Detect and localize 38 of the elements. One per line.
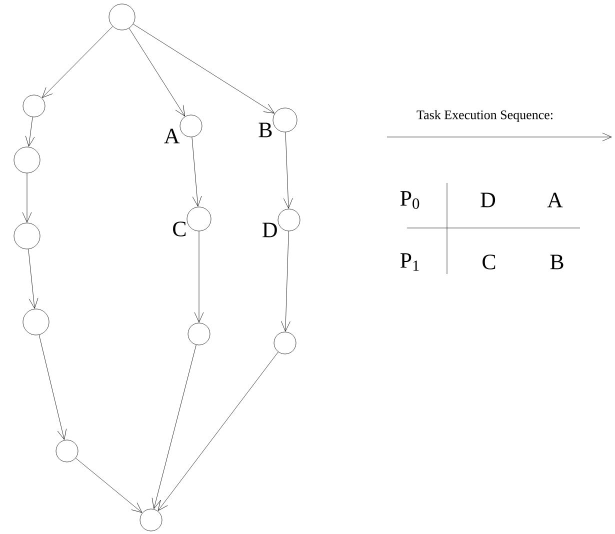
node-label: B bbox=[258, 122, 272, 138]
node-circle bbox=[186, 206, 212, 232]
arrow bbox=[128, 28, 185, 116]
sequence-label: Task Execution Sequence: bbox=[416, 110, 552, 122]
node-circle bbox=[272, 108, 298, 132]
node-circle bbox=[140, 508, 162, 532]
arrow bbox=[38, 334, 67, 440]
node-circle bbox=[56, 440, 78, 462]
node-label: D bbox=[262, 222, 277, 238]
node-circle bbox=[22, 308, 50, 336]
arrow bbox=[42, 26, 113, 98]
arrow bbox=[132, 24, 274, 114]
arrow bbox=[25, 116, 35, 147]
table-cell: D bbox=[480, 192, 496, 208]
node-circle bbox=[14, 146, 40, 174]
arrow bbox=[28, 248, 38, 309]
table-cell: P$_{1}$ bbox=[400, 253, 419, 271]
table-cell: C bbox=[482, 254, 496, 270]
node-circle bbox=[22, 94, 46, 118]
table-cell: A bbox=[547, 192, 563, 208]
arrow bbox=[283, 132, 293, 209]
arrow bbox=[22, 173, 32, 222]
arrow bbox=[192, 136, 202, 207]
arrow bbox=[158, 352, 278, 511]
arrow bbox=[75, 458, 142, 513]
node-circle bbox=[108, 4, 136, 30]
arrow bbox=[281, 230, 290, 332]
node-circle bbox=[278, 208, 300, 232]
arrow bbox=[194, 231, 204, 322]
node-circle bbox=[14, 222, 40, 250]
node-label: A bbox=[164, 128, 180, 144]
table-cell: P$_{0}$ bbox=[400, 191, 420, 209]
table-cell: B bbox=[550, 254, 564, 270]
node-label: C bbox=[173, 222, 186, 236]
node-circle bbox=[180, 114, 202, 138]
node-circle bbox=[188, 322, 210, 346]
arrow bbox=[152, 344, 196, 509]
node-circle bbox=[274, 332, 296, 354]
